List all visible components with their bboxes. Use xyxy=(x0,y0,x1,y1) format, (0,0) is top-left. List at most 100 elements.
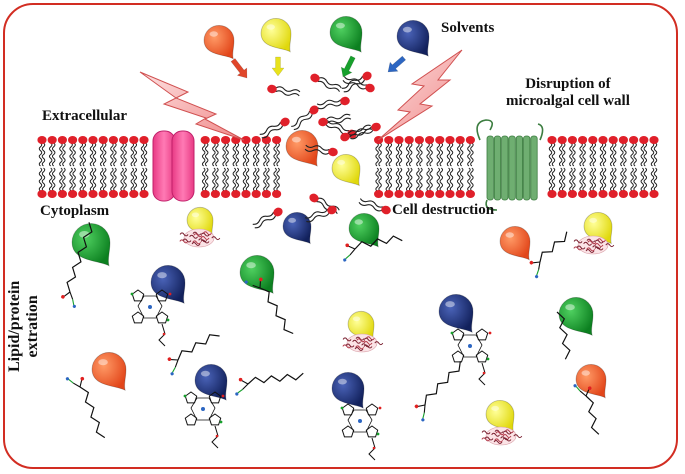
helix-loop xyxy=(476,119,494,141)
fatty-acid-chains xyxy=(61,222,600,439)
lipid-molecule xyxy=(340,124,373,142)
solvent-droplet xyxy=(186,206,214,238)
fatty-acid-chain xyxy=(235,372,304,396)
lipid-molecule xyxy=(304,205,337,223)
lipid-molecule xyxy=(210,136,220,198)
solvent-droplet xyxy=(499,226,531,261)
disruption-label: Disruption of microalgal cell wall xyxy=(506,76,630,109)
fatty-acid-chain xyxy=(414,361,461,422)
solvent-droplet xyxy=(203,25,235,60)
solvent-droplet xyxy=(329,16,363,53)
fatty-acid-chain xyxy=(556,311,571,360)
solvent-droplet xyxy=(438,294,474,334)
lipid-molecule xyxy=(414,136,424,198)
arrow xyxy=(271,56,285,77)
protein-cluster-icon xyxy=(573,235,615,255)
lipid-molecule xyxy=(241,136,251,198)
protein-cluster-icon xyxy=(342,333,384,353)
lipid-molecule xyxy=(639,136,649,198)
lipid-molecule xyxy=(649,136,659,198)
lipid-molecule xyxy=(567,136,578,198)
solvent-droplet xyxy=(71,223,111,267)
transmembrane-protein-icon xyxy=(476,119,544,211)
solvent-droplet xyxy=(239,255,275,295)
lipid-molecule xyxy=(139,136,149,198)
arrow xyxy=(340,55,356,78)
lipid-molecule xyxy=(598,136,608,198)
fatty-acid-chain xyxy=(244,277,294,335)
lipid-molecule xyxy=(435,136,445,198)
protein-cluster-icon xyxy=(179,228,221,248)
solvent-droplet xyxy=(91,352,127,392)
lipid-molecule xyxy=(608,136,618,198)
lipid-molecule xyxy=(119,136,129,198)
lipid-molecule xyxy=(78,136,88,198)
helix-segment xyxy=(523,135,531,201)
lipid-molecule xyxy=(57,136,67,198)
fatty-acid-chain xyxy=(61,222,93,308)
lipid-molecule xyxy=(557,136,567,198)
disruption-label-line2: microalgal cell wall xyxy=(506,92,630,109)
lipid-molecule xyxy=(251,136,261,198)
solvents-label: Solvents xyxy=(441,20,495,36)
fatty-acid-chain xyxy=(167,334,220,376)
lipid-molecule xyxy=(384,136,394,198)
lipid-molecule xyxy=(267,84,301,97)
protein-cluster-icon xyxy=(481,426,523,446)
lipid-molecule xyxy=(261,136,271,198)
fatty-acid-chain xyxy=(65,376,106,439)
lipid-molecule xyxy=(318,113,352,127)
helix-segment xyxy=(493,135,502,201)
lipid-molecule xyxy=(374,136,384,198)
lipid-molecule xyxy=(129,136,139,198)
lipid-molecule xyxy=(231,136,241,198)
cell-destruction-label: Cell destruction xyxy=(392,202,495,218)
helix-segment xyxy=(486,135,494,201)
lipid-molecule xyxy=(98,136,108,198)
lipid-molecule xyxy=(304,144,338,157)
solvent-droplet xyxy=(282,211,312,245)
solvent-droplet xyxy=(558,297,594,337)
lipid-molecule xyxy=(547,136,557,198)
solvent-droplet xyxy=(485,399,515,433)
lipid-molecule xyxy=(68,136,78,198)
arrow xyxy=(387,55,406,73)
lipid-molecule xyxy=(578,136,588,198)
lipid-extraction-label: Lipid/protein extration xyxy=(6,281,41,372)
chlorophyll-molecule xyxy=(450,328,492,386)
disruption-label-line1: Disruption of xyxy=(525,76,611,92)
lipid-molecule xyxy=(272,136,282,198)
solvent-droplet xyxy=(285,130,319,167)
fatty-acid-chain xyxy=(529,231,568,279)
helix-segment xyxy=(515,135,524,201)
lipid-molecule xyxy=(465,136,475,198)
lipid-molecule xyxy=(88,136,98,198)
helix-loop xyxy=(485,199,498,211)
lipid-molecule xyxy=(341,71,372,93)
lipid-molecule xyxy=(618,136,629,198)
lipid-molecule xyxy=(259,117,290,139)
solvent-droplets xyxy=(71,16,613,433)
lipid-bilayer xyxy=(37,136,659,198)
channel-protein-icon xyxy=(152,130,195,202)
lightning-bolt-right xyxy=(377,49,463,141)
arrow xyxy=(230,58,248,79)
lipid-molecule xyxy=(404,136,414,198)
solvent-droplet xyxy=(347,310,375,342)
lipid-molecule xyxy=(342,76,375,93)
free-lipids xyxy=(252,71,391,229)
solvent-droplet xyxy=(194,364,228,401)
lipid-molecule xyxy=(316,96,350,110)
lipid-molecule xyxy=(394,136,404,198)
lipid-molecule xyxy=(455,136,465,198)
lipid-molecule xyxy=(37,136,47,198)
chlorophyll-molecules xyxy=(130,289,492,461)
lipid-molecule xyxy=(310,73,342,92)
lipid-label-line2: extration xyxy=(23,295,41,358)
lipid-molecule xyxy=(200,136,210,198)
helix-loop xyxy=(537,123,544,141)
solvent-droplet xyxy=(260,18,292,53)
lightning-bolt-left xyxy=(139,71,245,141)
